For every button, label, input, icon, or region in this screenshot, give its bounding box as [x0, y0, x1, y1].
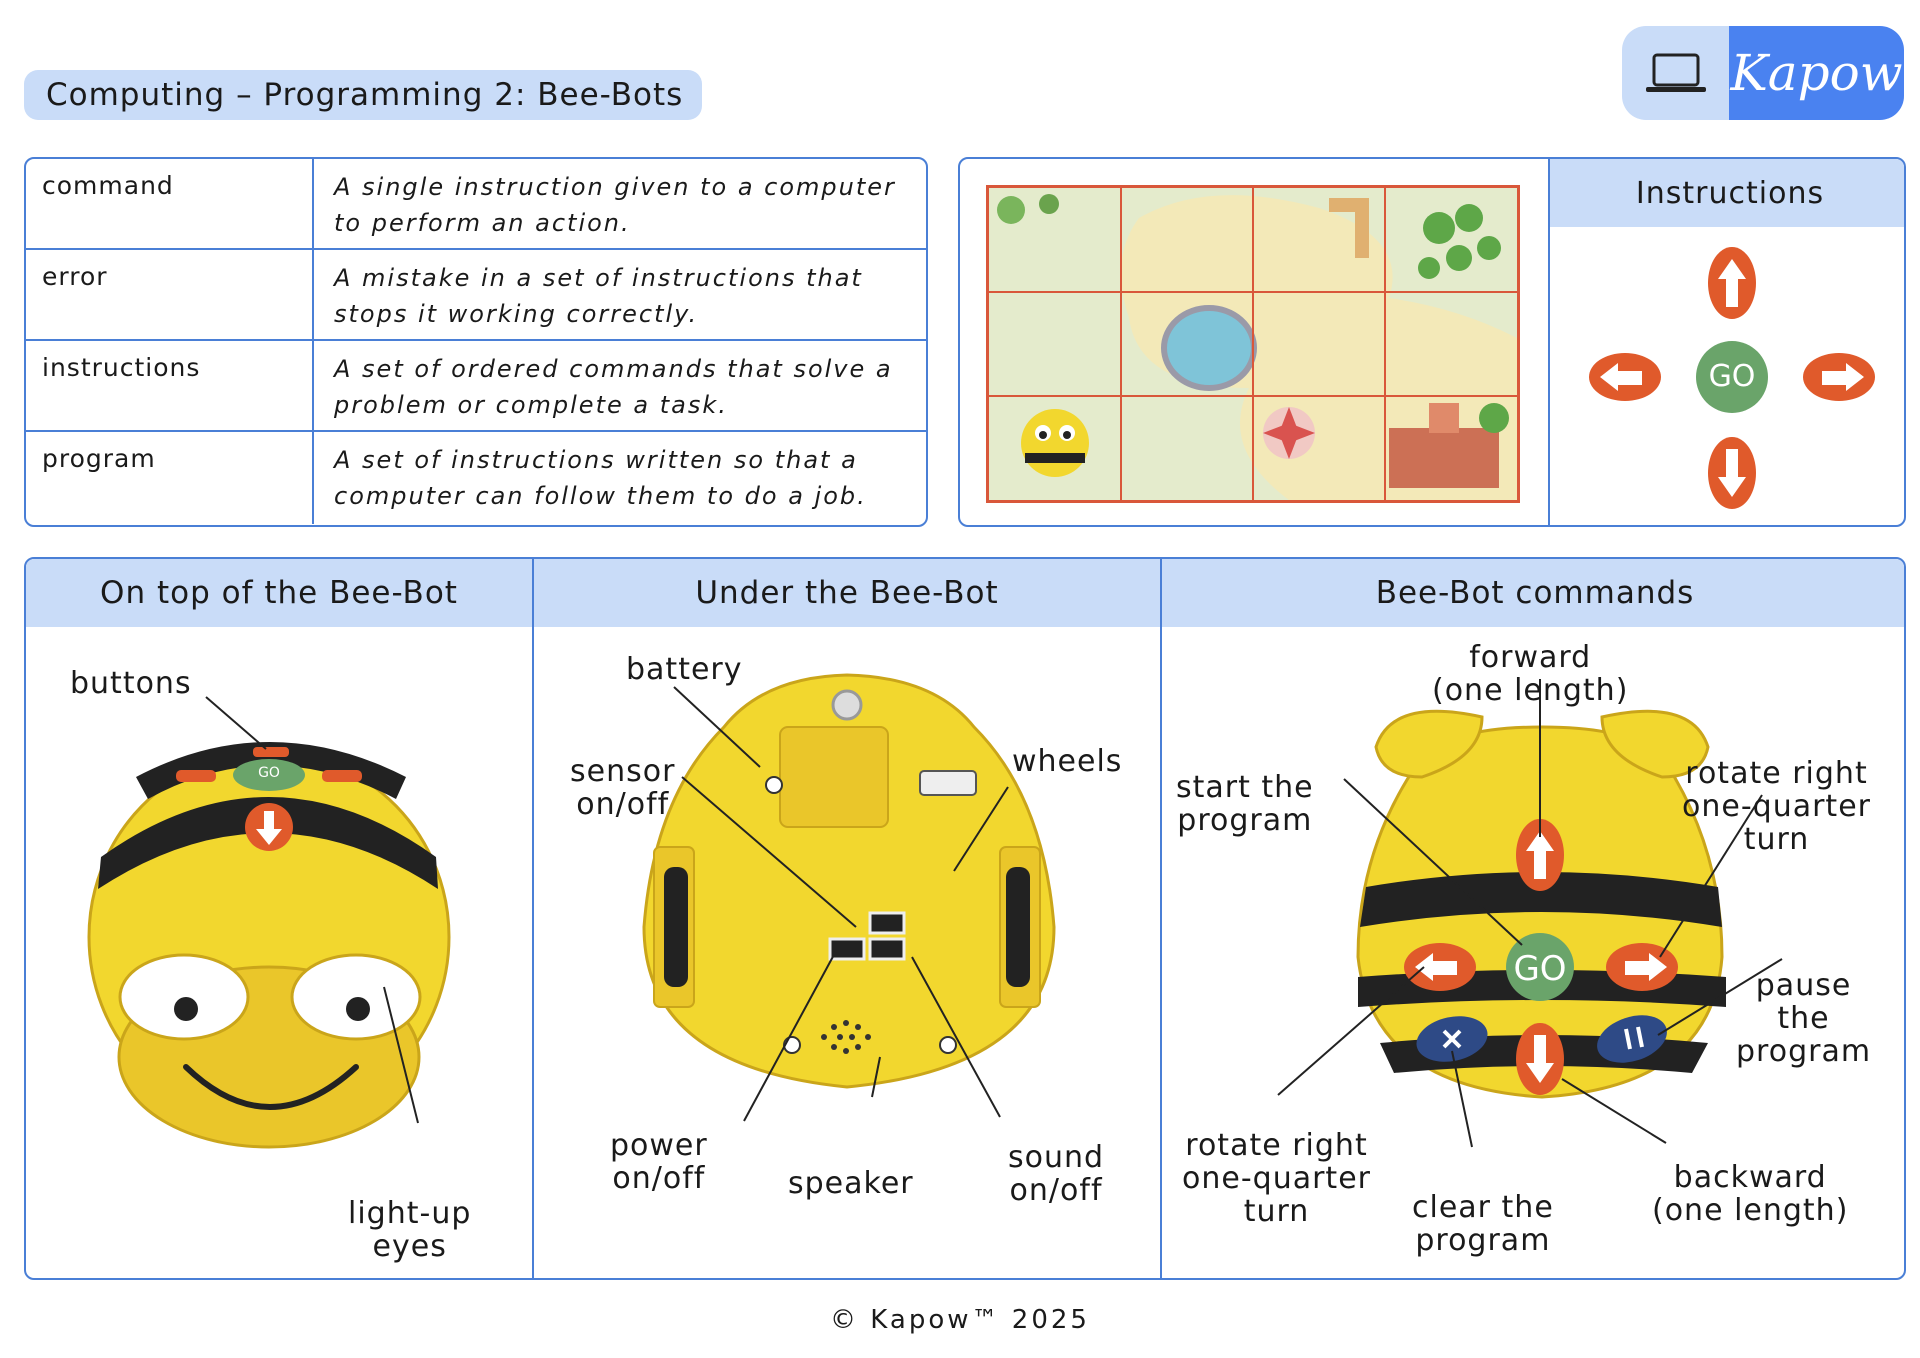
arrow-up-icon	[1708, 247, 1756, 319]
map-and-instructions: Instructions GO	[958, 157, 1906, 527]
go-button-icon	[1696, 341, 1768, 413]
label-rotate-right-bottom: rotate right one-quarter turn	[1182, 1128, 1371, 1229]
vocab-row: instructions A set of ordered commands t…	[26, 341, 926, 432]
label-forward: forward (one length)	[1432, 640, 1629, 708]
turn-right-icon	[1803, 353, 1875, 401]
logo-wordmark: Kapow	[1729, 26, 1904, 120]
label-power: power on/off	[610, 1128, 708, 1196]
label-wheels: wheels	[1012, 744, 1123, 779]
vocab-definition: A mistake in a set of instructions that …	[334, 264, 863, 328]
label-light-up-eyes: light-up eyes	[348, 1196, 472, 1264]
label-sound: sound on/off	[1008, 1140, 1105, 1208]
go-label: GO	[1708, 359, 1756, 394]
page-title-text: Computing – Programming 2: Bee-Bots	[46, 77, 684, 113]
bee-bot-underside-illustration	[642, 673, 1056, 1122]
label-rotate-right-top: rotate right one-quarter turn	[1682, 756, 1871, 857]
kapow-logo: Kapow	[1622, 26, 1904, 120]
turn-left-icon	[1589, 353, 1661, 401]
vocab-row: command A single instruction given to a …	[26, 159, 926, 250]
vocab-term: program	[26, 432, 314, 524]
vocab-term: error	[26, 250, 314, 339]
top-go-label: GO	[258, 765, 280, 781]
bee-bot-commands-illustration	[1277, 679, 1783, 1148]
bee-bot-panel: On top of the Bee-Bot Under the Bee-Bot …	[24, 557, 1906, 1280]
label-sensor: sensor on/off	[570, 754, 676, 822]
copyright-footer: © Kapow™ 2025	[830, 1305, 1090, 1335]
commands-go-label: GO	[1513, 949, 1567, 989]
label-start-program: start the program	[1176, 770, 1314, 838]
section-heading-under: Under the Bee-Bot	[534, 559, 1160, 627]
vocab-term: command	[26, 159, 314, 248]
vocab-row: error A mistake in a set of instructions…	[26, 250, 926, 341]
label-clear-program: clear the program	[1412, 1190, 1554, 1258]
vocabulary-table: command A single instruction given to a …	[24, 157, 928, 527]
divider	[1160, 559, 1162, 1278]
vocab-definition: A set of instructions written so that a …	[334, 446, 867, 510]
laptop-icon	[1622, 26, 1729, 120]
bee-bot-top-illustration	[87, 696, 451, 1149]
bee-bot-grid-map	[986, 185, 1520, 503]
instructions-heading: Instructions	[1550, 159, 1904, 227]
vocab-term: instructions	[26, 341, 314, 430]
label-buttons: buttons	[70, 666, 192, 701]
label-speaker: speaker	[788, 1166, 914, 1201]
label-pause-program: pause the program	[1736, 968, 1872, 1069]
instructions-column: Instructions GO	[1548, 159, 1904, 525]
section-heading-commands: Bee-Bot commands	[1162, 559, 1904, 627]
arrow-down-icon	[1708, 437, 1756, 509]
section-heading-top: On top of the Bee-Bot	[26, 559, 532, 627]
vocab-definition: A set of ordered commands that solve a p…	[334, 355, 893, 419]
label-backward: backward (one length)	[1652, 1160, 1849, 1228]
vocab-row: program A set of instructions written so…	[26, 432, 926, 524]
label-battery: battery	[626, 652, 743, 687]
divider	[532, 559, 534, 1278]
page-title: Computing – Programming 2: Bee-Bots	[24, 70, 702, 120]
vocab-definition: A single instruction given to a computer…	[334, 173, 896, 237]
